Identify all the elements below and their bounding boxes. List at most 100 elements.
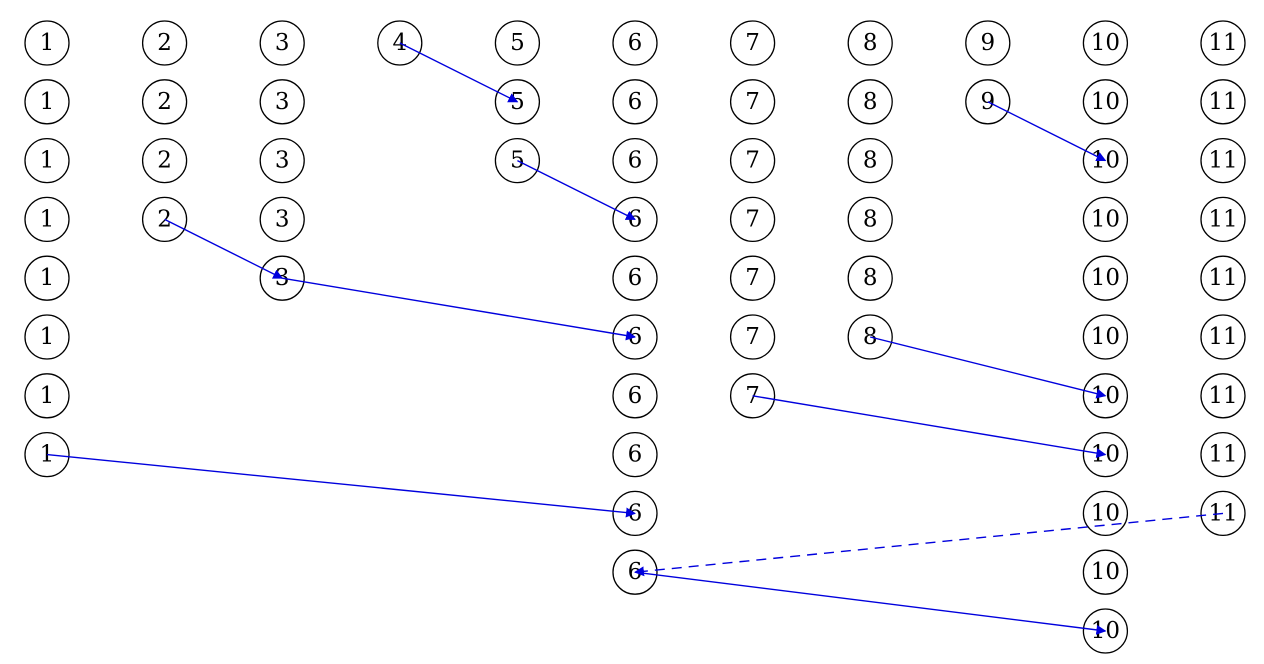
node-10-row-1: 10 (1082, 20, 1129, 66)
node-7-row-6: 7 (729, 314, 776, 360)
node-label: 8 (863, 206, 878, 232)
node-10-row-4: 10 (1082, 196, 1129, 243)
node-circle (1200, 314, 1246, 360)
arrow-7 (46, 453, 636, 518)
node-circle (612, 79, 658, 125)
node-7-row-1: 7 (729, 20, 776, 66)
node-label: 2 (157, 148, 172, 174)
node-3-row-2: 3 (259, 79, 305, 125)
node-circle (1082, 255, 1129, 301)
node-label: 11 (1208, 30, 1237, 56)
node-circle (965, 20, 1011, 66)
node-10-row-10: 10 (1082, 549, 1129, 595)
node-label: 1 (40, 206, 55, 232)
node-6-row-3: 6 (612, 137, 658, 184)
node-circle (729, 79, 776, 125)
node-1-row-2: 1 (24, 79, 70, 125)
arrow-5 (870, 336, 1107, 399)
node-label: 11 (1208, 206, 1237, 232)
node-circle (612, 255, 658, 301)
node-label: 7 (745, 30, 760, 56)
node-10-row-5: 10 (1082, 255, 1129, 301)
node-11-row-2: 11 (1200, 79, 1246, 125)
node-circle (729, 255, 776, 301)
node-label: 10 (1091, 324, 1120, 350)
node-label: 9 (980, 30, 995, 56)
node-circle (259, 79, 305, 125)
node-label: 6 (628, 442, 643, 468)
node-circle (24, 255, 70, 301)
node-circle (1200, 196, 1246, 243)
node-circle (847, 196, 893, 243)
node-11-row-8: 11 (1200, 431, 1246, 478)
node-label: 8 (863, 265, 878, 291)
node-label: 3 (275, 30, 290, 56)
node-1-row-3: 1 (24, 137, 70, 184)
node-11-row-5: 11 (1200, 255, 1246, 301)
node-label: 6 (628, 30, 643, 56)
node-label: 1 (40, 324, 55, 350)
node-circle (847, 79, 893, 125)
node-6-row-7: 6 (612, 373, 658, 419)
node-label: 11 (1208, 265, 1237, 291)
node-2-row-3: 2 (141, 137, 188, 184)
node-circle (141, 137, 188, 184)
node-8-row-2: 8 (847, 79, 893, 125)
node-9-row-1: 9 (965, 20, 1011, 66)
node-circle (141, 20, 188, 66)
node-1-row-1: 1 (24, 20, 70, 66)
node-label: 3 (275, 148, 290, 174)
node-2-row-2: 2 (141, 79, 188, 125)
node-7-row-5: 7 (729, 255, 776, 301)
node-circle (259, 20, 305, 66)
node-6-row-1: 6 (612, 20, 658, 66)
node-circle (847, 255, 893, 301)
node-label: 11 (1208, 148, 1237, 174)
node-circle (1200, 431, 1246, 478)
node-circle (1200, 137, 1246, 184)
node-label: 10 (1091, 206, 1120, 232)
node-label: 8 (863, 89, 878, 115)
node-3-row-1: 3 (259, 20, 305, 66)
node-circle (612, 20, 658, 66)
node-5-row-1: 5 (494, 20, 541, 66)
node-label: 2 (157, 89, 172, 115)
node-7-row-2: 7 (729, 79, 776, 125)
node-circle (259, 196, 305, 243)
node-circle (847, 20, 893, 66)
node-label: 10 (1091, 30, 1120, 56)
node-circle (1200, 79, 1246, 125)
node-label: 5 (510, 30, 525, 56)
node-11-row-4: 11 (1200, 196, 1246, 243)
node-label: 7 (745, 206, 760, 232)
arrow-0 (399, 42, 519, 103)
node-circle (1082, 549, 1129, 595)
node-7-row-3: 7 (729, 137, 776, 184)
node-label: 11 (1208, 383, 1237, 409)
node-label: 6 (628, 383, 643, 409)
node-circle (24, 79, 70, 125)
arrow-3 (164, 218, 284, 279)
node-label: 1 (40, 148, 55, 174)
node-circle (24, 373, 70, 419)
node-circle (612, 431, 658, 478)
node-7-row-4: 7 (729, 196, 776, 243)
node-circle (612, 137, 658, 184)
node-2-row-1: 2 (141, 20, 188, 66)
node-label: 7 (745, 265, 760, 291)
node-circle (24, 20, 70, 66)
node-6-row-5: 6 (612, 255, 658, 301)
edges-layer (46, 42, 1224, 635)
node-circle (729, 20, 776, 66)
node-circle (1200, 20, 1246, 66)
node-label: 1 (40, 89, 55, 115)
node-label: 3 (275, 206, 290, 232)
node-circle (847, 137, 893, 184)
node-label: 10 (1091, 265, 1120, 291)
node-label: 6 (628, 148, 643, 174)
dashed-arrow-8 (634, 512, 1224, 577)
node-circle (141, 79, 188, 125)
